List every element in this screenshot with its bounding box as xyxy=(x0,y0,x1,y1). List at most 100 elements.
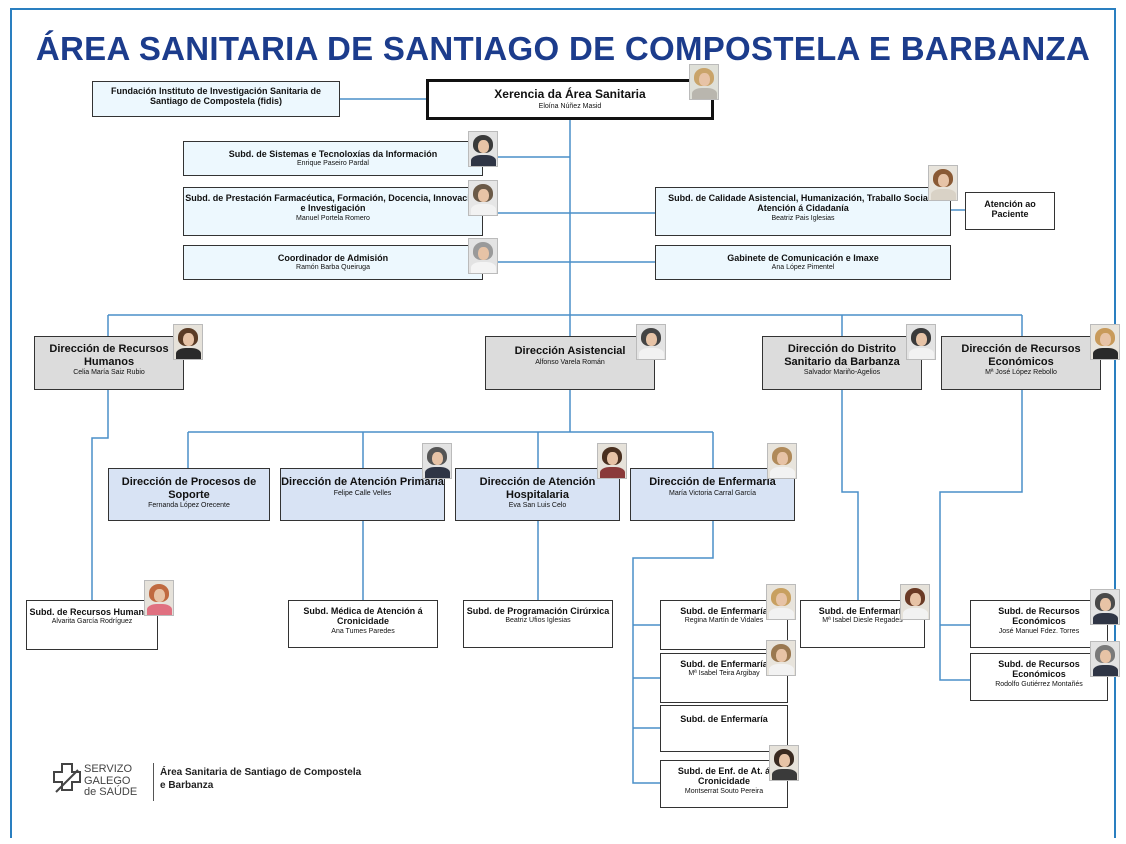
asistencial-box: Dirección Asistencial Alfonso Varela Rom… xyxy=(485,336,655,390)
enfermaria-photo xyxy=(767,443,797,479)
calidade-photo xyxy=(928,165,958,201)
subd-eco1-name: José Manuel Fdez. Torres xyxy=(998,627,1080,635)
calidade-box: Subd. de Calidade Asistencial, Humanizac… xyxy=(655,187,951,236)
subd-enf1-name: Regina Martín de Vidales xyxy=(684,617,764,625)
subd-enf-distrito-photo xyxy=(900,584,930,620)
comunicacion-box: Gabinete de Comunicación e Imaxe Ana Lóp… xyxy=(655,245,951,280)
subd-enf-distrito-name: Mª Isabel Diesle Regades xyxy=(822,617,903,625)
xerencia-title: Xerencia da Área Sanitaria xyxy=(494,87,646,101)
subd-medica-box: Subd. Médica de Atención á Cronicidade A… xyxy=(288,600,438,648)
sistemas-box: Subd. de Sistemas e Tecnoloxías da Infor… xyxy=(183,141,483,176)
subd-enf-cron-name: Montserrat Souto Pereira xyxy=(684,787,764,795)
subd-eco1-title: Subd. de Recursos Económicos xyxy=(998,606,1080,627)
subd-eco1-photo xyxy=(1090,589,1120,625)
asistencial-name: Alfonso Varela Román xyxy=(535,358,605,366)
sergas-logo-text: SERVIZO GALEGO de SAÚDE xyxy=(84,763,138,799)
rrhh-name: Celia María Saiz Rubio xyxy=(73,369,145,377)
logo-area-line1: Área Sanitaria de Santiago de Compostela xyxy=(160,767,362,778)
admision-box: Coordinador de Admisión Ramón Barba Quei… xyxy=(183,245,483,280)
hospitalaria-title: Dirección de Atención Hospitalaria xyxy=(479,476,596,501)
distrito-title: Dirección do Distrito Sanitario da Barba… xyxy=(784,343,900,368)
hospitalaria-box: Dirección de Atención Hospitalaria Eva S… xyxy=(455,468,620,521)
farmaceutica-title: Subd. de Prestación Farmacéutica, Formac… xyxy=(185,193,481,214)
economicos-name: Mª José López Rebollo xyxy=(985,369,1057,377)
economicos-title: Dirección de Recursos Económicos xyxy=(961,343,1081,368)
atencion-paciente-box: Atención ao Paciente xyxy=(965,192,1055,230)
rrhh-photo xyxy=(173,324,203,360)
xerencia-name: Eloína Núñez Masid xyxy=(538,102,602,110)
admision-photo xyxy=(468,238,498,274)
procesos-box: Dirección de Procesos de Soporte Fernand… xyxy=(108,468,270,521)
distrito-photo xyxy=(906,324,936,360)
subd-medica-name: Ana Tumes Paredes xyxy=(331,627,395,635)
subd-eco2-name: Rodolfo Gutiérrez Montañés xyxy=(995,680,1083,688)
logo-area-line2: e Barbanza xyxy=(160,780,214,791)
admision-title: Coordinador de Admisión xyxy=(277,253,389,263)
subd-eco2-box: Subd. de Recursos Económicos Rodolfo Gut… xyxy=(970,653,1108,701)
subd-enf-cron-photo xyxy=(769,745,799,781)
logo-line3: de SAÚDE xyxy=(84,786,138,799)
farmaceutica-photo xyxy=(468,180,498,216)
sergas-logo-icon xyxy=(53,763,81,793)
primaria-name: Felipe Calle Velles xyxy=(333,489,392,497)
subd-enf2-box: Subd. de Enfermaría Mª Isabel Teira Argi… xyxy=(660,653,788,703)
subd-programacion-title: Subd. de Programación Cirúrxica xyxy=(466,606,610,616)
subd-medica-title: Subd. Médica de Atención á Cronicidade xyxy=(303,606,423,627)
economicos-photo xyxy=(1090,324,1120,360)
sistemas-name: Enrique Paseiro Pardal xyxy=(297,160,369,168)
subd-enf3-title: Subd. de Enfermaría xyxy=(680,714,768,724)
xerencia-box: Xerencia da Área Sanitaria Eloína Núñez … xyxy=(426,79,714,120)
enfermaria-title: Dirección de Enfermaría xyxy=(649,476,776,488)
subd-enf-cron-title: Subd. de Enf. de At. á Cronicidade xyxy=(677,766,771,787)
procesos-name: Fernanda López Orecente xyxy=(148,502,230,510)
procesos-title: Dirección de Procesos de Soporte xyxy=(121,476,257,501)
enfermaria-name: María Victoria Carral García xyxy=(668,489,756,497)
subd-rrhh-name: Alvarita García Rodríguez xyxy=(51,618,133,626)
logo-line1: SERVIZO xyxy=(84,763,133,775)
subd-enf1-photo xyxy=(766,584,796,620)
distrito-box: Dirección do Distrito Sanitario da Barba… xyxy=(762,336,922,390)
subd-enf1-title: Subd. de Enfermaría xyxy=(680,606,768,616)
page-frame xyxy=(10,8,1116,838)
subd-rrhh-title: Subd. de Recursos Humanos xyxy=(29,607,155,617)
comunicacion-name: Ana López Pimentel xyxy=(771,264,835,272)
hospitalaria-name: Eva San Luis Celo xyxy=(508,502,567,510)
atencion-paciente-title: Atención ao Paciente xyxy=(984,199,1036,220)
asistencial-photo xyxy=(636,324,666,360)
subd-rrhh-box: Subd. de Recursos Humanos Alvarita Garcí… xyxy=(26,600,158,650)
economicos-box: Dirección de Recursos Económicos Mª José… xyxy=(941,336,1101,390)
calidade-name: Beatriz Pais Iglesias xyxy=(771,214,835,222)
primaria-box: Dirección de Atención Primaria Felipe Ca… xyxy=(280,468,445,521)
primaria-title: Dirección de Atención Primaria xyxy=(281,476,444,488)
farmaceutica-box: Subd. de Prestación Farmacéutica, Formac… xyxy=(183,187,483,236)
subd-enf-cron-box: Subd. de Enf. de At. á Cronicidade Monts… xyxy=(660,760,788,808)
primaria-photo xyxy=(422,443,452,479)
subd-eco1-box: Subd. de Recursos Económicos José Manuel… xyxy=(970,600,1108,648)
rrhh-title: Dirección de Recursos Humanos xyxy=(49,343,169,368)
logo-line2: GALEGO xyxy=(84,774,131,787)
logo-area-text: Área Sanitaria de Santiago de Compostela… xyxy=(160,766,361,792)
subd-eco2-title: Subd. de Recursos Económicos xyxy=(998,659,1080,680)
asistencial-title: Dirección Asistencial xyxy=(514,345,626,357)
subd-programacion-box: Subd. de Programación Cirúrxica Beatriz … xyxy=(463,600,613,648)
page-title: ÁREA SANITARIA DE SANTIAGO DE COMPOSTELA… xyxy=(35,30,1091,67)
sistemas-title: Subd. de Sistemas e Tecnoloxías da Infor… xyxy=(228,149,438,159)
logo-separator xyxy=(153,763,154,801)
subd-programacion-name: Beatriz Ufios Iglesias xyxy=(505,617,571,625)
subd-rrhh-photo xyxy=(144,580,174,616)
subd-enf2-name: Mª Isabel Teira Argibay xyxy=(688,670,760,678)
fidis-box: Fundación Instituto de Investigación San… xyxy=(92,81,340,117)
calidade-title: Subd. de Calidade Asistencial, Humanizac… xyxy=(668,193,938,214)
distrito-name: Salvador Mariño-Agelios xyxy=(803,369,881,377)
subd-enf2-photo xyxy=(766,640,796,676)
comunicacion-title: Gabinete de Comunicación e Imaxe xyxy=(727,253,879,263)
rrhh-box: Dirección de Recursos Humanos Celia Marí… xyxy=(34,336,184,390)
farmaceutica-name: Manuel Portela Romero xyxy=(296,214,370,222)
subd-eco2-photo xyxy=(1090,641,1120,677)
sistemas-photo xyxy=(468,131,498,167)
subd-enf3-box: Subd. de Enfermaría xyxy=(660,705,788,752)
subd-enf-distrito-title: Subd. de Enfermaría xyxy=(818,606,907,616)
hospitalaria-photo xyxy=(597,443,627,479)
subd-enf2-title: Subd. de Enfermaría xyxy=(680,659,768,669)
